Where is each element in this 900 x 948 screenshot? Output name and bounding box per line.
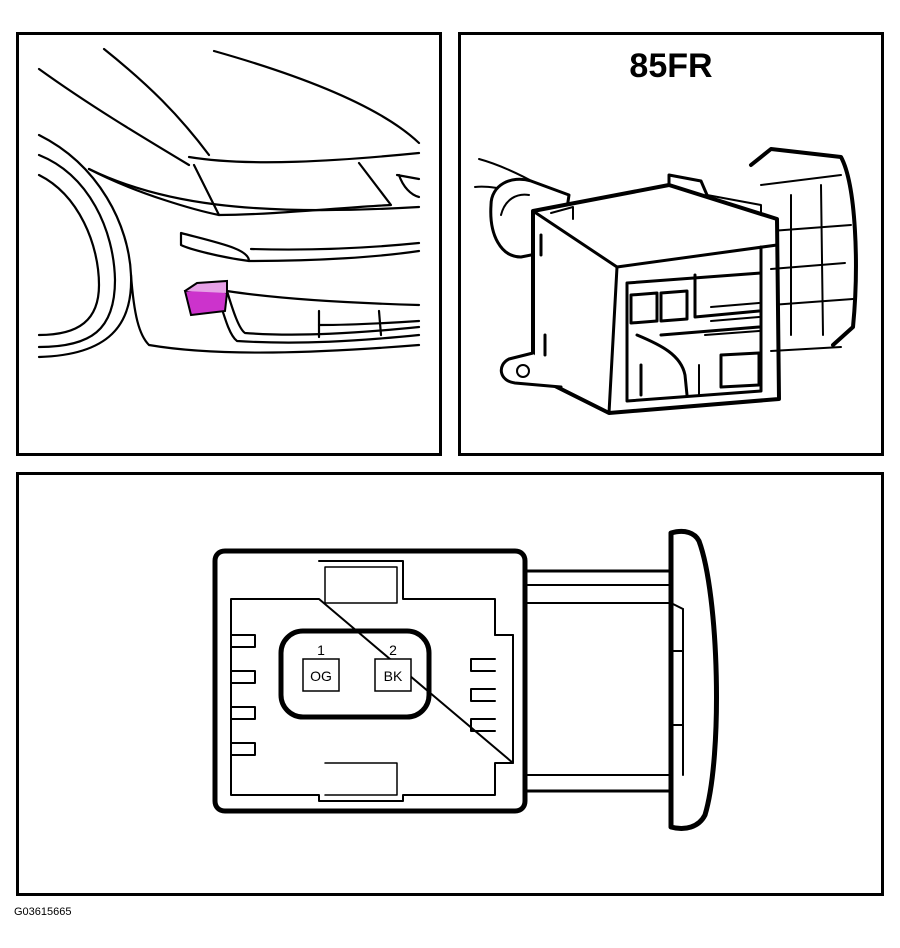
pin-1-number: 1 (317, 642, 325, 658)
pin-2-wire-color: BK (384, 668, 403, 684)
figure-code: G03615665 (14, 906, 72, 918)
pin-1-wire-color: OG (310, 668, 332, 684)
connector-face-view-panel: 1 OG 2 BK (16, 472, 884, 896)
connector-3d-drawing (474, 147, 858, 415)
pin-2: 2 BK (374, 642, 412, 692)
pin-1: 1 OG (302, 642, 340, 692)
vehicle-front-drawing (37, 47, 421, 359)
pin-2-number: 2 (389, 642, 397, 658)
connector-3d-view-panel: 85FR (458, 32, 884, 456)
connector-face-drawing: 1 OG 2 BK (212, 528, 719, 831)
connector-location-highlight (183, 279, 229, 317)
connector-id-label: 85FR (629, 47, 713, 85)
location-view-panel (16, 32, 442, 456)
